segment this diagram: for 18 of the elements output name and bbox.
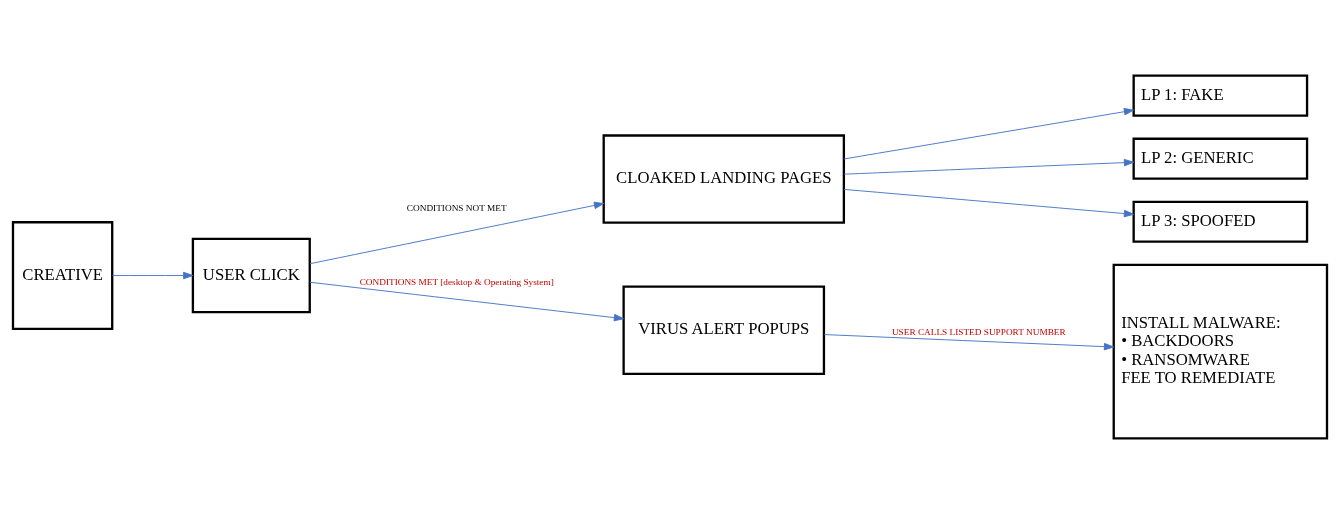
edge-label: USER CALLS LISTED SUPPORT NUMBER — [891, 326, 1066, 337]
node-box: LP 3: SPOOFED — [1132, 200, 1309, 243]
node-box: VIRUS ALERT POPUPS — [622, 285, 826, 375]
arrow — [111, 271, 194, 280]
arrow — [309, 201, 605, 265]
arrow — [843, 158, 1135, 175]
node-box: INSTALL MALWARE: • BACKDOORS • RANSOMWARE FEE TO REMEDIATE — [1112, 263, 1329, 440]
edge-label: CONDITIONS MET [desktop & Operating System] — [359, 276, 554, 287]
arrow — [309, 281, 624, 322]
node-box: LP 2: GENERIC — [1132, 137, 1309, 180]
arrow — [843, 108, 1135, 160]
node-box: CLOAKED LANDING PAGES — [602, 134, 846, 224]
node-box: CREATIVE — [11, 221, 114, 331]
node-box: USER CLICK — [191, 237, 311, 314]
node-box: LP 1: FAKE — [1132, 74, 1309, 117]
arrow — [843, 188, 1135, 218]
edge-label: CONDITIONS NOT MET — [406, 202, 507, 213]
arrow — [823, 334, 1115, 351]
